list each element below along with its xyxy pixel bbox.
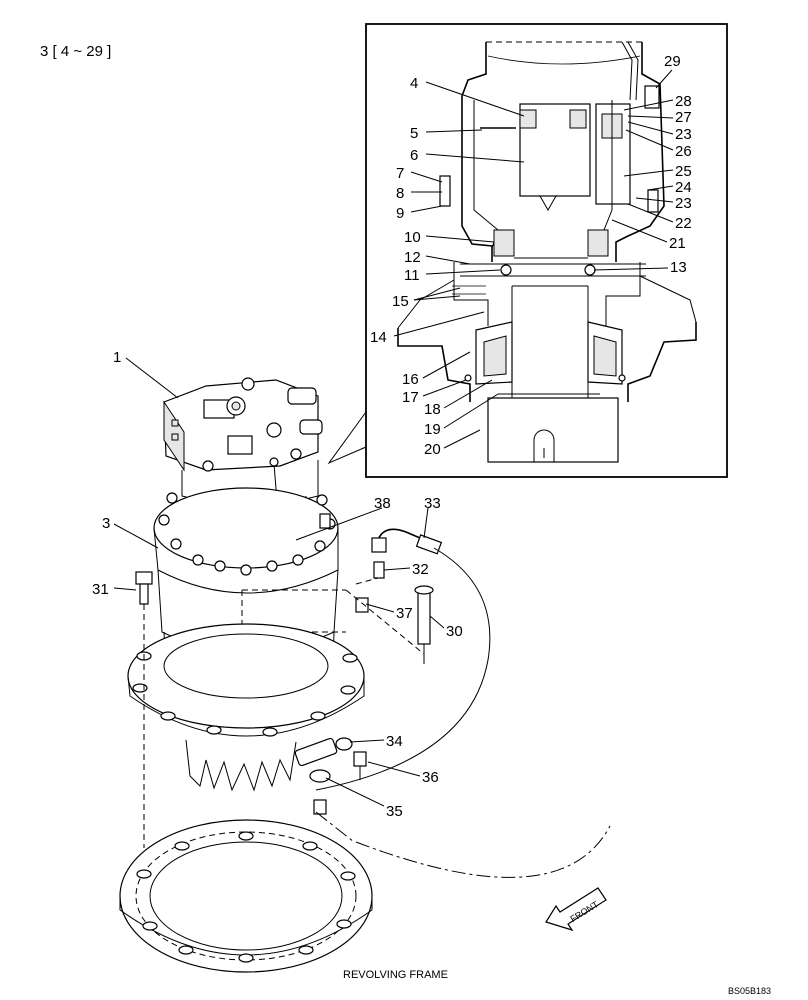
- callout-24: 24: [675, 179, 692, 196]
- assembly-range-label: 3 [ 4 ~ 29 ]: [40, 43, 111, 60]
- callout-10: 10: [404, 229, 421, 246]
- callout-37: 37: [396, 605, 413, 622]
- mounting-holes: [132, 651, 358, 737]
- callout-31: 31: [92, 581, 109, 598]
- swing-motor-assembly: [127, 377, 611, 878]
- callout-27: 27: [675, 109, 692, 126]
- callout-5: 5: [410, 125, 418, 142]
- revolving-frame-caption: REVOLVING FRAME: [343, 969, 448, 981]
- callout-29: 29: [664, 53, 681, 70]
- front-direction-arrow: FRONT: [545, 887, 607, 932]
- callout-23-upper: 23: [675, 126, 692, 143]
- callout-11: 11: [404, 267, 420, 284]
- callout-12: 12: [404, 249, 421, 266]
- callout-7: 7: [396, 165, 404, 182]
- callout-16: 16: [402, 371, 419, 388]
- callout-15: 15: [392, 293, 409, 310]
- callout-18: 18: [424, 401, 441, 418]
- callout-32: 32: [412, 561, 429, 578]
- callout-3: 3: [102, 515, 110, 532]
- cross-section-inset: [327, 23, 728, 478]
- callout-34: 34: [386, 733, 403, 750]
- callout-8: 8: [396, 185, 404, 202]
- callout-17: 17: [402, 389, 419, 406]
- callout-6: 6: [410, 147, 418, 164]
- valve-block: [163, 377, 323, 472]
- drawing-code: BS05B183: [728, 986, 771, 996]
- callout-21: 21: [669, 235, 686, 252]
- revolving-frame-ring: [119, 819, 373, 973]
- callout-23-lower: 23: [675, 195, 692, 212]
- callout-20: 20: [424, 441, 441, 458]
- callout-33: 33: [424, 495, 441, 512]
- callout-38: 38: [374, 495, 391, 512]
- callout-1: 1: [113, 349, 121, 366]
- callout-28: 28: [675, 93, 692, 110]
- callout-9: 9: [396, 205, 404, 222]
- callout-25: 25: [675, 163, 692, 180]
- callout-36: 36: [422, 769, 439, 786]
- callout-labels: 1 3 4 5 6 7 8 9 10 11 12 13 14 15 16 17 …: [92, 53, 692, 820]
- callout-30: 30: [446, 623, 463, 640]
- callout-4: 4: [410, 75, 418, 92]
- callout-19: 19: [424, 421, 441, 438]
- callout-35: 35: [386, 803, 403, 820]
- callout-14: 14: [370, 329, 387, 346]
- inset-pointer: [327, 411, 367, 465]
- callout-13: 13: [670, 259, 687, 276]
- callout-26: 26: [675, 143, 692, 160]
- callout-22: 22: [675, 215, 692, 232]
